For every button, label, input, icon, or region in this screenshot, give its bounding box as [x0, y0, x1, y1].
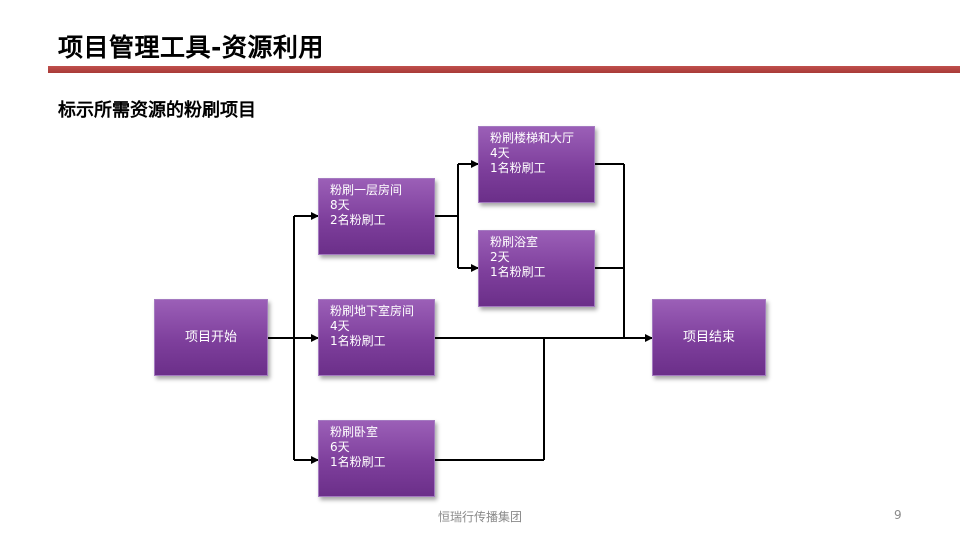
task-duration: 2天 [490, 250, 510, 264]
task-duration: 6天 [330, 440, 350, 454]
task-duration: 4天 [330, 319, 350, 333]
task-name: 粉刷卧室 [330, 425, 379, 439]
task-name: 粉刷楼梯和大厅 [490, 131, 575, 145]
task-resource: 2名粉刷工 [330, 213, 386, 227]
node-paint-stairs-hall: 粉刷楼梯和大厅 4天 1名粉刷工 [478, 126, 595, 203]
task-name: 粉刷浴室 [490, 235, 539, 249]
footer-company: 恒瑞行传播集团 [437, 510, 522, 524]
task-name: 粉刷一层房间 [330, 183, 403, 197]
title-underline-bar [48, 66, 960, 73]
node-project-end-label: 项目结束 [682, 330, 735, 345]
task-resource: 1名粉刷工 [330, 455, 386, 469]
node-paint-bathroom: 粉刷浴室 2天 1名粉刷工 [478, 230, 595, 307]
node-project-end: 项目结束 [652, 299, 766, 376]
slide-subtitle: 标示所需资源的粉刷项目 [58, 100, 256, 121]
task-name: 粉刷地下室房间 [330, 304, 415, 318]
node-project-start: 项目开始 [154, 299, 268, 376]
slide-title: 项目管理工具-资源利用 [58, 33, 324, 62]
task-duration: 4天 [490, 146, 510, 160]
node-paint-bedroom: 粉刷卧室 6天 1名粉刷工 [318, 420, 435, 497]
task-resource: 1名粉刷工 [330, 334, 386, 348]
node-paint-floor1: 粉刷一层房间 8天 2名粉刷工 [318, 178, 435, 255]
node-paint-basement: 粉刷地下室房间 4天 1名粉刷工 [318, 299, 435, 376]
task-resource: 1名粉刷工 [490, 265, 546, 279]
task-duration: 8天 [330, 198, 350, 212]
node-project-start-label: 项目开始 [184, 330, 237, 345]
page-number: 9 [894, 508, 902, 522]
task-resource: 1名粉刷工 [490, 161, 546, 175]
